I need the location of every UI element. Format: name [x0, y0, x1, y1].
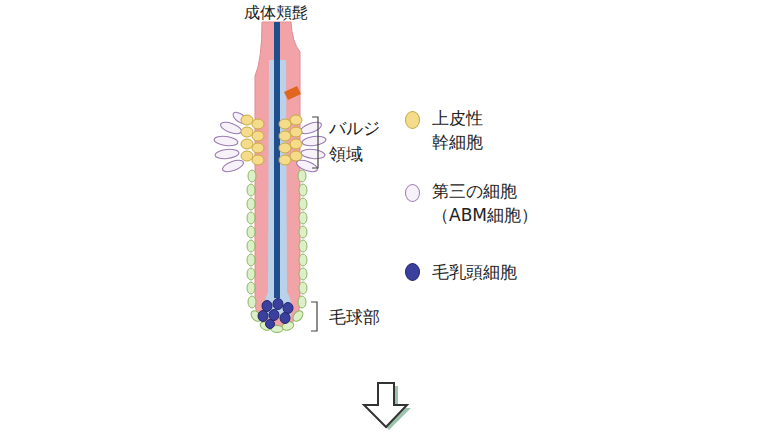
title-label: 成体頬髭 [244, 0, 308, 26]
region-label: 毛球部 [329, 304, 380, 330]
legend-text: 上皮性 幹細胞 [432, 106, 483, 154]
legend-text: 第三の細胞 （ABM細胞） [432, 179, 538, 227]
legend-swatch [405, 263, 420, 281]
bulge-bracket [312, 117, 318, 168]
legend-swatch [405, 111, 420, 129]
legend-swatch [405, 184, 420, 202]
region-label: バルジ 領域 [329, 115, 380, 167]
down-arrow [364, 383, 407, 427]
bulb-bracket [311, 302, 317, 331]
legend-text: 毛乳頭細胞 [432, 260, 517, 284]
